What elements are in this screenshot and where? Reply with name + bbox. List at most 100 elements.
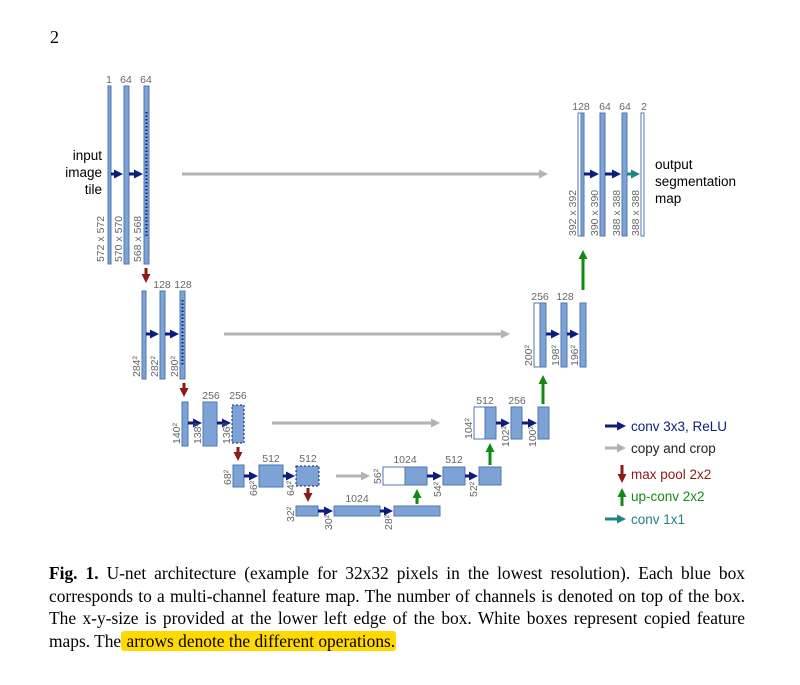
conv-arrow-head xyxy=(170,329,179,339)
l4-box-conv1 xyxy=(333,505,381,517)
u1-size-label: 200² xyxy=(523,344,535,366)
l0-size-label: 570 x 570 xyxy=(113,216,125,262)
conv-arrow xyxy=(244,471,258,481)
l4-box-conv2 xyxy=(393,505,441,517)
conv-arrow-head xyxy=(501,418,510,428)
conv-arrow-head xyxy=(551,329,560,339)
legend-conv-arrow-head xyxy=(617,421,626,431)
conv-arrow xyxy=(605,169,621,179)
conv-arrow-head xyxy=(249,471,258,481)
u3-size-label: 54² xyxy=(432,481,444,497)
u2-channel-label: 256 xyxy=(508,395,526,407)
conv-arrow-head xyxy=(384,506,393,516)
output-label-line: map xyxy=(655,191,681,206)
u0-size-label: 390 x 390 xyxy=(589,190,601,236)
l2-size-label: 138² xyxy=(192,422,204,444)
u2-channel-label: 512 xyxy=(476,395,494,407)
conv-arrow xyxy=(165,329,179,339)
conv-arrow xyxy=(380,506,393,516)
u2-size-label: 104² xyxy=(463,417,475,439)
caption-text: U-net architecture (example for 32x32 pi… xyxy=(49,563,746,651)
conv-arrow-head xyxy=(324,506,333,516)
l0-box-input xyxy=(107,85,112,265)
l0-channel-label: 64 xyxy=(140,74,152,86)
u0-channel-label: 64 xyxy=(619,101,631,113)
conv-arrow-head xyxy=(590,169,599,179)
maxpool-arrow xyxy=(233,447,243,461)
output-label-line: segmentation xyxy=(655,174,736,189)
u1-size-label: 198² xyxy=(550,344,562,366)
copy-crop-arrow-head xyxy=(431,418,440,428)
conv1x1-arrow xyxy=(627,169,640,179)
conv-arrow-head xyxy=(469,471,478,481)
u1-channel-label: 128 xyxy=(556,291,574,303)
l4-channel-label: 1024 xyxy=(345,493,369,505)
u2-size-label: 102² xyxy=(500,425,512,447)
output-label-line: output xyxy=(655,157,693,172)
l3-box-conv2 xyxy=(295,465,320,487)
input-label-line: tile xyxy=(85,182,102,197)
l3-box-pool xyxy=(232,464,245,488)
u0-size-label: 388 x 388 xyxy=(611,190,623,236)
conv-arrow xyxy=(283,471,295,481)
input-label-line: image xyxy=(65,165,102,180)
u1-size-label: 196² xyxy=(569,344,581,366)
legend-conv-arrow xyxy=(605,421,626,431)
conv-arrow-head xyxy=(528,418,537,428)
l2-size-label: 140² xyxy=(171,422,183,444)
legend-upconv-label: up-conv 2x2 xyxy=(631,489,705,504)
conv-arrow xyxy=(146,329,159,339)
conv-arrow-head xyxy=(114,169,123,179)
u1-box-conv2 xyxy=(579,302,587,368)
legend-conv-label: conv 3x3, ReLU xyxy=(631,419,727,434)
conv-arrow xyxy=(522,418,537,428)
legend-upconv-arrow xyxy=(617,488,627,506)
conv-arrow xyxy=(427,471,442,481)
copy-crop-arrow xyxy=(336,471,370,481)
u3-size-label: 52² xyxy=(468,481,480,497)
maxpool-arrow-head xyxy=(179,388,189,397)
conv-arrow xyxy=(584,169,599,179)
l3-size-label: 68² xyxy=(222,469,234,485)
u0-box-output xyxy=(640,112,645,237)
l1-channel-label: 128 xyxy=(153,279,171,291)
l1-size-label: 280² xyxy=(169,355,181,377)
legend-conv1x1-arrow xyxy=(605,514,626,524)
u1-box-up xyxy=(539,302,547,368)
conv-arrow xyxy=(567,329,579,339)
upconv-arrow-head xyxy=(485,443,495,452)
conv-arrow-head xyxy=(150,329,159,339)
caption-label: Fig. 1. xyxy=(49,563,99,583)
l4-size-label: 30² xyxy=(323,514,335,530)
l2-channel-label: 256 xyxy=(202,390,220,402)
l3-channel-label: 512 xyxy=(299,453,317,465)
conv-arrow xyxy=(546,329,560,339)
l3-channel-label: 512 xyxy=(262,453,280,465)
l1-size-label: 284² xyxy=(131,355,143,377)
conv-arrow-head xyxy=(612,169,621,179)
conv-arrow xyxy=(188,418,202,428)
u0-box-up xyxy=(580,112,585,237)
maxpool-arrow xyxy=(303,488,313,502)
copy-crop-arrow xyxy=(182,169,548,179)
u0-channel-label: 2 xyxy=(641,101,647,113)
conv-arrow-head xyxy=(570,329,579,339)
legend-pool-label: max pool 2x2 xyxy=(631,467,711,482)
l3-crop-region xyxy=(295,465,320,487)
l4-box-pool xyxy=(295,505,319,517)
copy-crop-arrow-head xyxy=(539,169,548,179)
maxpool-arrow xyxy=(141,268,151,283)
u2-box-conv2 xyxy=(537,406,550,440)
u2-box-up xyxy=(484,406,497,440)
caption-highlight: arrows denote the different operations. xyxy=(121,630,397,651)
legend-conv1x1-arrow-head xyxy=(617,514,626,524)
upconv-arrow-head xyxy=(538,375,548,384)
legend-pool-arrow-head xyxy=(617,474,627,483)
l4-size-label: 32² xyxy=(285,506,297,522)
u3-channel-label: 512 xyxy=(445,454,463,466)
page-number: 2 xyxy=(50,27,59,47)
l0-size-label: 572 x 572 xyxy=(95,216,107,262)
legend-conv1x1-label: conv 1x1 xyxy=(631,512,685,527)
conv-arrow-head xyxy=(433,471,442,481)
